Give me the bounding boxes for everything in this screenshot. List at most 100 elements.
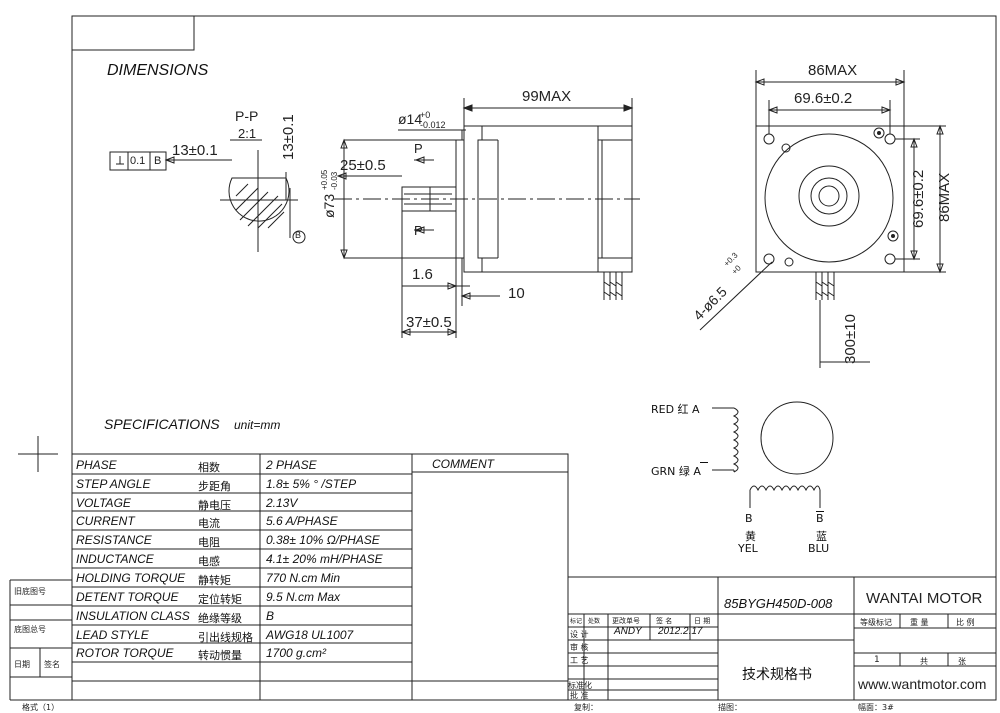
spec-table-grid [71, 453, 569, 701]
spec-name-cn: 步距角 [198, 480, 231, 493]
wire-yellow-label: YEL [738, 542, 758, 555]
spec-value: 1.8± 5% ° /STEP [266, 477, 357, 491]
wiring-diagram [712, 401, 834, 508]
tb-count: 处数 [588, 618, 601, 625]
dim-shaft-14: ø14 [398, 111, 423, 127]
spec-value: 4.1± 20% mH/PHASE [266, 552, 383, 566]
wire-b-label: B [745, 512, 753, 525]
tb-sign: 签 名 [656, 617, 673, 625]
dim-height-86: 86MAX [936, 172, 953, 222]
dim-shaft-14-dn: -0.012 [420, 120, 446, 130]
spec-name: RESISTANCE [76, 533, 152, 547]
spec-name-cn: 静转矩 [198, 574, 231, 587]
a-bar-overline [700, 462, 708, 463]
tb-copy: 复制： [574, 703, 598, 712]
front-view [699, 70, 946, 368]
spec-name: INDUCTANCE [76, 552, 154, 566]
comment-header: COMMENT [432, 457, 494, 471]
wire-blue-cn: 蓝 [816, 530, 827, 543]
section-label: P-P [235, 108, 259, 124]
company-url: www.wantmotor.com [858, 676, 987, 692]
flatness-tol: 0.1 [130, 155, 146, 167]
shaft-section [109, 139, 306, 252]
section-mark-p2: P [414, 223, 423, 238]
spec-name: PHASE [76, 458, 117, 472]
section-mark-p1: P [414, 141, 423, 156]
tb-sheets: 张 [958, 657, 966, 666]
old-drawing-no: 旧底图号 [14, 587, 46, 596]
spec-value: 2.13V [266, 496, 298, 510]
tb-design-date: 2012.2.17 [658, 626, 703, 637]
spec-name-cn: 转动惯量 [198, 649, 242, 662]
spec-value: 2 PHASE [266, 458, 317, 472]
dim-pilot-73-dn: -0.03 [330, 171, 339, 190]
dim-length-99: 99MAX [522, 88, 572, 105]
spec-value: 1700 g.cm² [266, 646, 327, 660]
dim-flange-1-6: 1.6 [412, 266, 433, 283]
spec-value: AWG18 UL1007 [266, 628, 354, 642]
tb-change-no: 更改单号 [612, 617, 640, 625]
dim-boss-10: 10 [508, 285, 525, 302]
signature-label: 签名 [44, 660, 60, 669]
tb-size: 幅面：3# [858, 703, 894, 712]
section-scale: 2:1 [238, 126, 257, 141]
spec-name: HOLDING TORQUE [76, 571, 186, 585]
tb-standardization: 标准化 [568, 681, 592, 690]
binding-strip [9, 579, 72, 701]
tb-sheet-no: 1 [874, 655, 880, 665]
datum-b: B [295, 230, 302, 240]
tb-design: 设 计 [570, 630, 589, 639]
dim-shaft-25: 25±0.5 [340, 157, 386, 174]
dim-flat-13: 13±0.1 [172, 142, 218, 159]
tb-craft: 工 艺 [570, 656, 589, 665]
tb-review: 审 核 [570, 643, 589, 652]
wire-bbar-label: B [816, 512, 824, 525]
dim-shaft-14-up: +0 [420, 110, 431, 120]
corner-box [72, 16, 195, 51]
wire-blue-label: BLU [808, 542, 830, 555]
spec-name-cn: 电流 [198, 517, 220, 530]
wire-red-label: RED 红 A [651, 403, 700, 416]
dim-shaft-13: 13±0.1 [280, 114, 297, 160]
model-number: 85BYGH450D-008 [724, 596, 833, 611]
spec-value: 5.6 A/PHASE [266, 514, 338, 528]
dim-pilot-73-up: +0.05 [320, 169, 329, 190]
spec-name: ROTOR TORQUE [76, 646, 174, 660]
dim-holes-69-6-h: 69.6±0.2 [794, 90, 853, 107]
title-block-grid [567, 576, 997, 701]
tb-trace: 描图： [718, 703, 742, 712]
wire-yellow-cn: 黄 [745, 530, 756, 543]
b-bar-overline [816, 511, 824, 512]
dim-width-86: 86MAX [808, 62, 858, 79]
tb-designer: ANDY [614, 626, 642, 637]
tb-grade: 等级标记 [860, 618, 892, 627]
drawing-total-no: 底图总号 [14, 625, 46, 634]
tb-weight: 重 量 [910, 618, 929, 627]
spec-name: STEP ANGLE [76, 477, 151, 491]
tb-total: 共 [920, 657, 928, 666]
format-label: 格式（1） [22, 703, 60, 712]
company-name: WANTAI MOTOR [866, 590, 983, 607]
flatness-ref: B [154, 155, 162, 167]
tb-date: 日 期 [694, 617, 711, 625]
spec-value: 0.38± 10% Ω/PHASE [266, 533, 380, 547]
wire-green-label: GRN 绿 A [651, 465, 701, 478]
spec-name: DETENT TORQUE [76, 590, 179, 604]
spec-name-cn: 电感 [198, 555, 220, 568]
spec-name-cn: 定位转矩 [198, 593, 242, 606]
unit-note: unit=mm [234, 418, 281, 432]
dimensions-heading: DIMENSIONS [107, 62, 209, 79]
spec-name-cn: 静电压 [198, 499, 231, 512]
dim-shaft-37: 37±0.5 [406, 314, 452, 331]
date-label: 日期 [14, 660, 30, 669]
spec-value: 9.5 N.cm Max [266, 590, 341, 604]
centring-mark [18, 436, 58, 472]
specifications-heading: SPECIFICATIONS [104, 416, 220, 432]
tb-approve: 批 准 [570, 691, 589, 700]
dim-lead-300: 300±10 [842, 314, 859, 364]
spec-name: LEAD STYLE [76, 628, 149, 642]
spec-name: INSULATION CLASS [76, 609, 190, 623]
spec-name-cn: 引出线规格 [198, 631, 253, 644]
